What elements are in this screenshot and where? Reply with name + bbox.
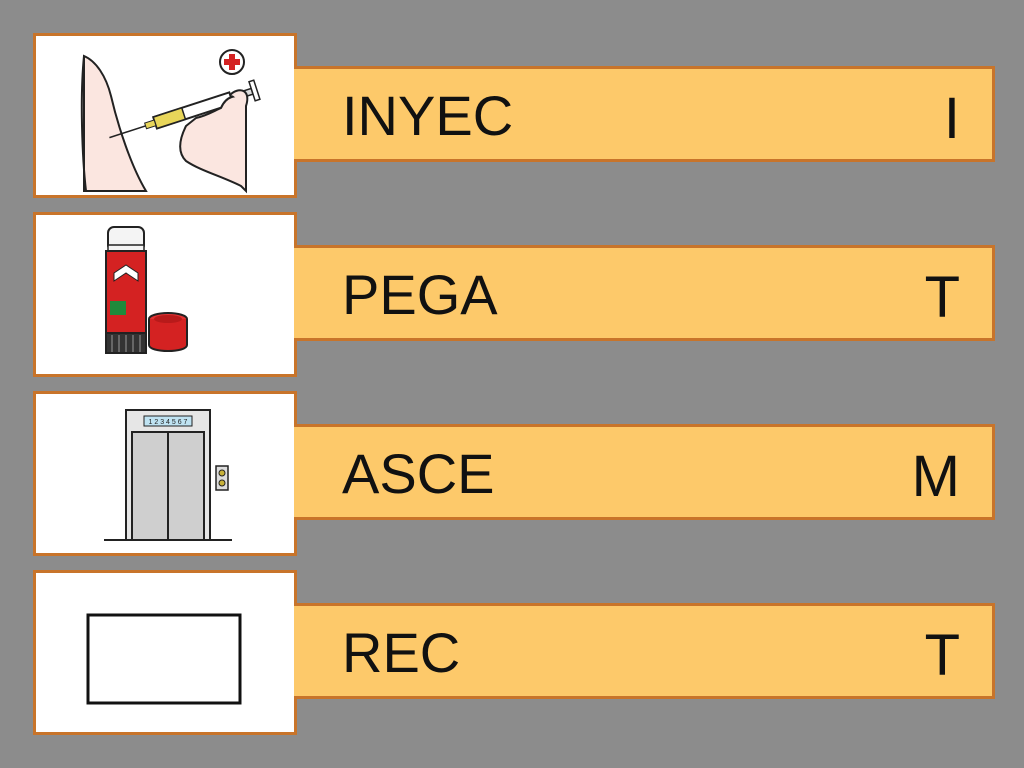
picture-card[interactable] <box>33 570 297 735</box>
answer-letter: T <box>924 623 960 688</box>
rectangle-picture <box>86 613 242 705</box>
answer-letter: I <box>943 86 960 151</box>
word-band[interactable]: REC T <box>294 603 995 699</box>
word-prefix: PEGA <box>342 263 498 326</box>
picture-card[interactable] <box>33 212 297 377</box>
word-prefix: REC <box>342 621 461 684</box>
injection-picture <box>80 49 261 194</box>
word-band[interactable]: ASCE M <box>294 424 995 520</box>
word-row-1: INYEC I <box>0 33 1024 198</box>
word-band[interactable]: INYEC I <box>294 66 995 162</box>
picture-card[interactable] <box>33 33 297 198</box>
word-band[interactable]: PEGA T <box>294 245 995 341</box>
picture-card[interactable]: 1 2 3 4 5 6 7 <box>33 391 297 556</box>
glue-stick-picture <box>105 226 188 354</box>
elevator-picture: 1 2 3 4 5 6 7 <box>104 409 232 541</box>
word-prefix: INYEC <box>342 84 514 147</box>
floor-display: 1 2 3 4 5 6 7 <box>149 419 188 426</box>
word-row-4: REC T <box>0 570 1024 735</box>
word-row-2: PEGA T <box>0 212 1024 377</box>
word-prefix: ASCE <box>342 442 495 505</box>
answer-letter: T <box>924 265 960 330</box>
word-row-3: 1 2 3 4 5 6 7 ASCE M <box>0 391 1024 556</box>
answer-letter: M <box>911 444 960 509</box>
